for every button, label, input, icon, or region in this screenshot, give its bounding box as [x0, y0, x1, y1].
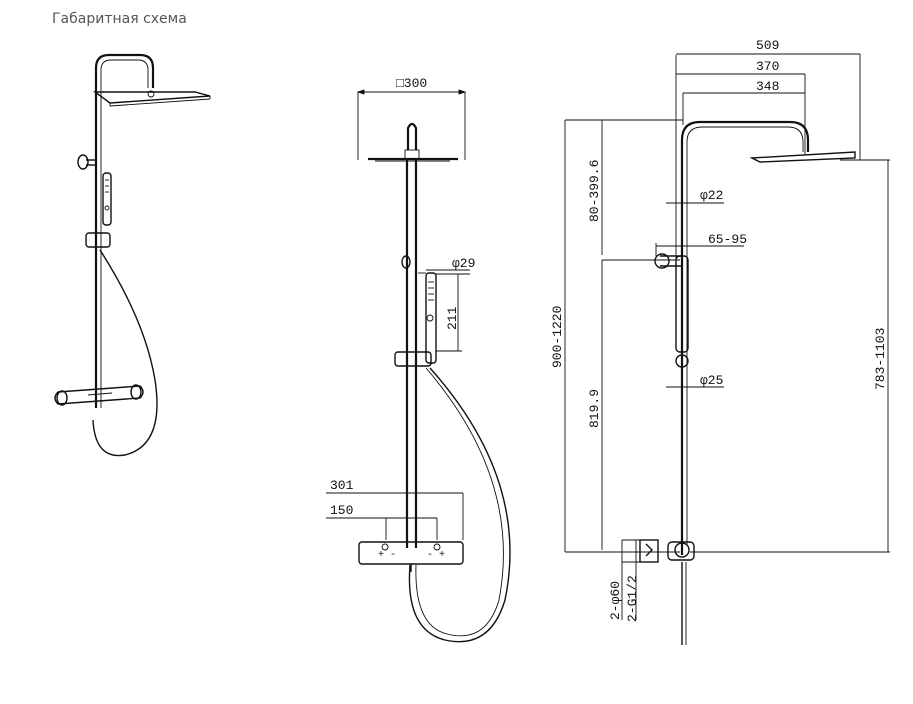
dim-flange: 2-φ60 — [608, 581, 623, 620]
side-view: 509 370 348 900-1220 80-399.6 819.9 φ22 … — [550, 38, 890, 645]
dim-arm-inner: 348 — [756, 79, 779, 94]
dim-lower-height: 819.9 — [587, 389, 602, 428]
svg-text:+ -: + - — [378, 550, 396, 561]
dim-head-height: 783-1103 — [873, 328, 888, 390]
dim-wall-offset: 65-95 — [708, 232, 747, 247]
dim-arm-reach: 370 — [756, 59, 779, 74]
page-title: Габаритная схема — [52, 11, 187, 27]
front-view: □300 φ29 211 + - - + — [326, 76, 511, 643]
dim-overall-width: 509 — [756, 38, 779, 53]
dim-mixer-spacing: 150 — [330, 503, 353, 518]
dim-hand-diameter: φ29 — [452, 256, 475, 271]
dim-hand-length: 211 — [445, 306, 460, 330]
dim-head-size: □300 — [396, 76, 427, 91]
perspective-view — [54, 53, 211, 457]
dim-upper-adjust: 80-399.6 — [587, 160, 602, 222]
dim-thread: 2-G1/2 — [625, 575, 640, 622]
dim-height-range: 900-1220 — [550, 306, 565, 368]
dim-pipe-lower: φ25 — [700, 373, 723, 388]
dim-mixer-width: 301 — [330, 478, 354, 493]
dim-pipe-upper: φ22 — [700, 188, 723, 203]
svg-text:- +: - + — [427, 550, 445, 561]
